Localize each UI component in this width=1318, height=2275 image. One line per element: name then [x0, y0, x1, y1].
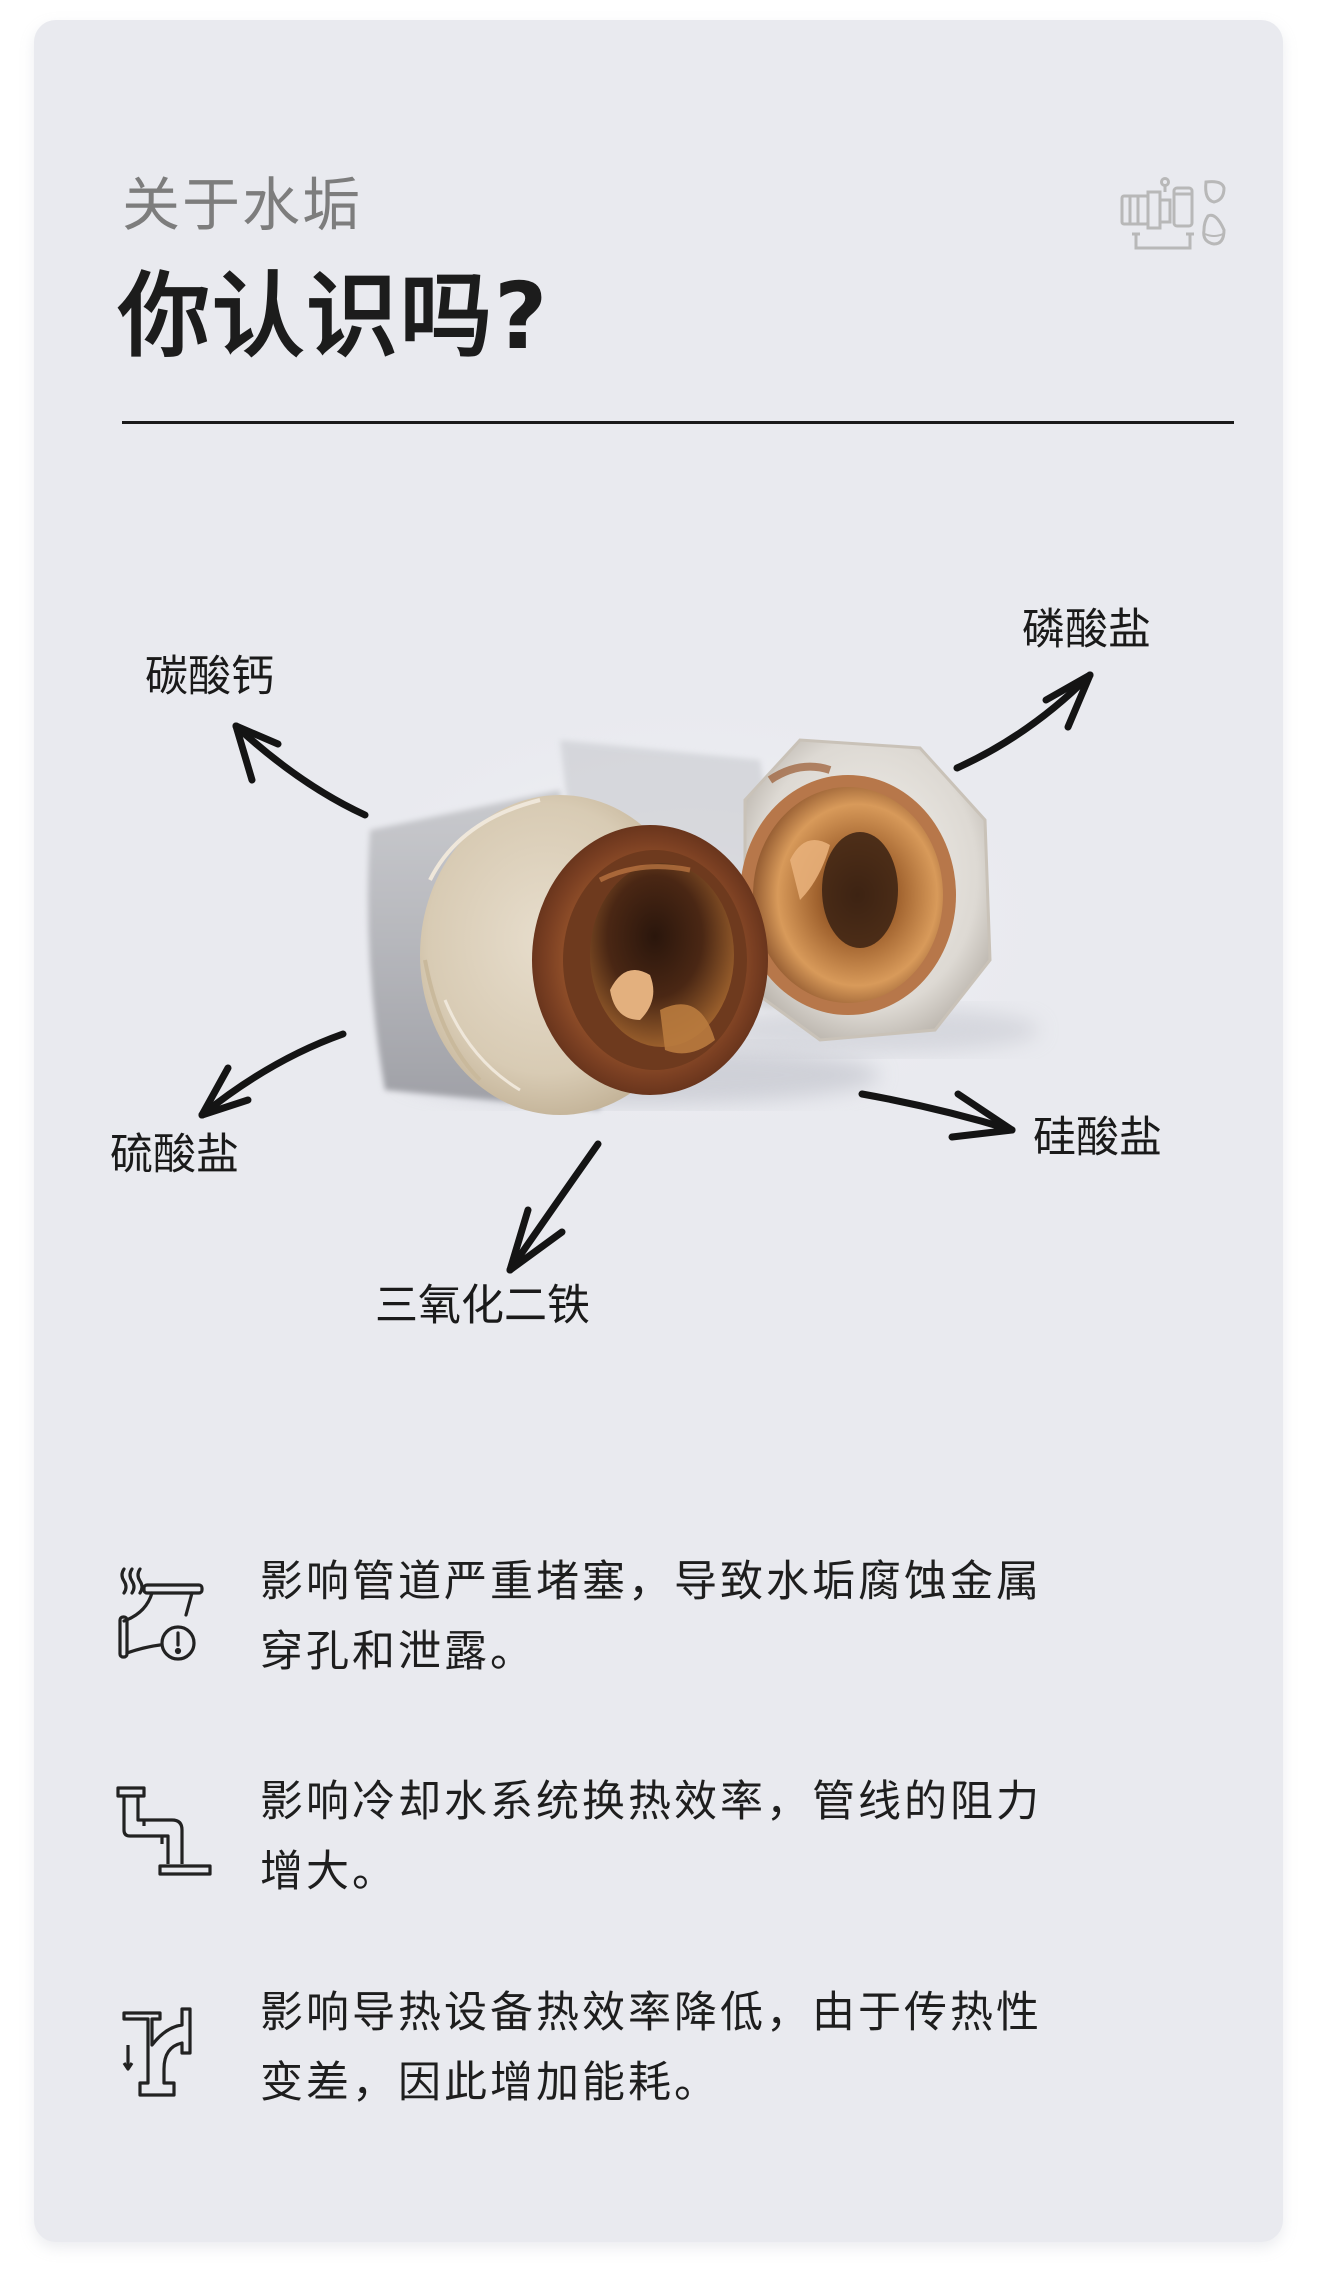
label-silicate: 硅酸盐	[1033, 1113, 1162, 1163]
label-ferric-oxide: 三氧化二铁	[375, 1281, 590, 1331]
effect-line-2: 穿孔和泄露。	[260, 1627, 536, 1677]
tee-pipe-flow-icon	[122, 2007, 192, 2097]
effect-description: 影响导热设备热效率降低，由于传热性 变差，因此增加能耗。	[260, 1978, 1120, 2118]
effect-description: 影响冷却水系统换热效率，管线的阻力 增大。	[260, 1767, 1120, 1907]
effect-line-2: 增大。	[260, 1847, 398, 1897]
label-calcium-carbonate: 碳酸钙	[145, 652, 274, 702]
effect-line-2: 变差，因此增加能耗。	[260, 2058, 720, 2108]
effect-line-1: 影响管道严重堵塞，导致水垢腐蚀金属	[260, 1557, 1042, 1607]
effect-description: 影响管道严重堵塞，导致水垢腐蚀金属 穿孔和泄露。	[260, 1547, 1120, 1687]
title-divider	[122, 421, 1234, 424]
bent-pipe-icon	[116, 1786, 212, 1876]
effect-line-1: 影响导热设备热效率降低，由于传热性	[260, 1988, 1042, 2038]
page-title: 你认识吗?	[118, 263, 550, 370]
pump-water-drop-icon	[1120, 177, 1226, 250]
section-subtitle: 关于水垢	[122, 171, 363, 239]
leaking-pipe-warning-icon	[118, 1567, 204, 1661]
label-sulfate: 硫酸盐	[110, 1130, 239, 1180]
effect-line-1: 影响冷却水系统换热效率，管线的阻力	[260, 1777, 1042, 1827]
label-phosphate: 磷酸盐	[1022, 605, 1151, 655]
